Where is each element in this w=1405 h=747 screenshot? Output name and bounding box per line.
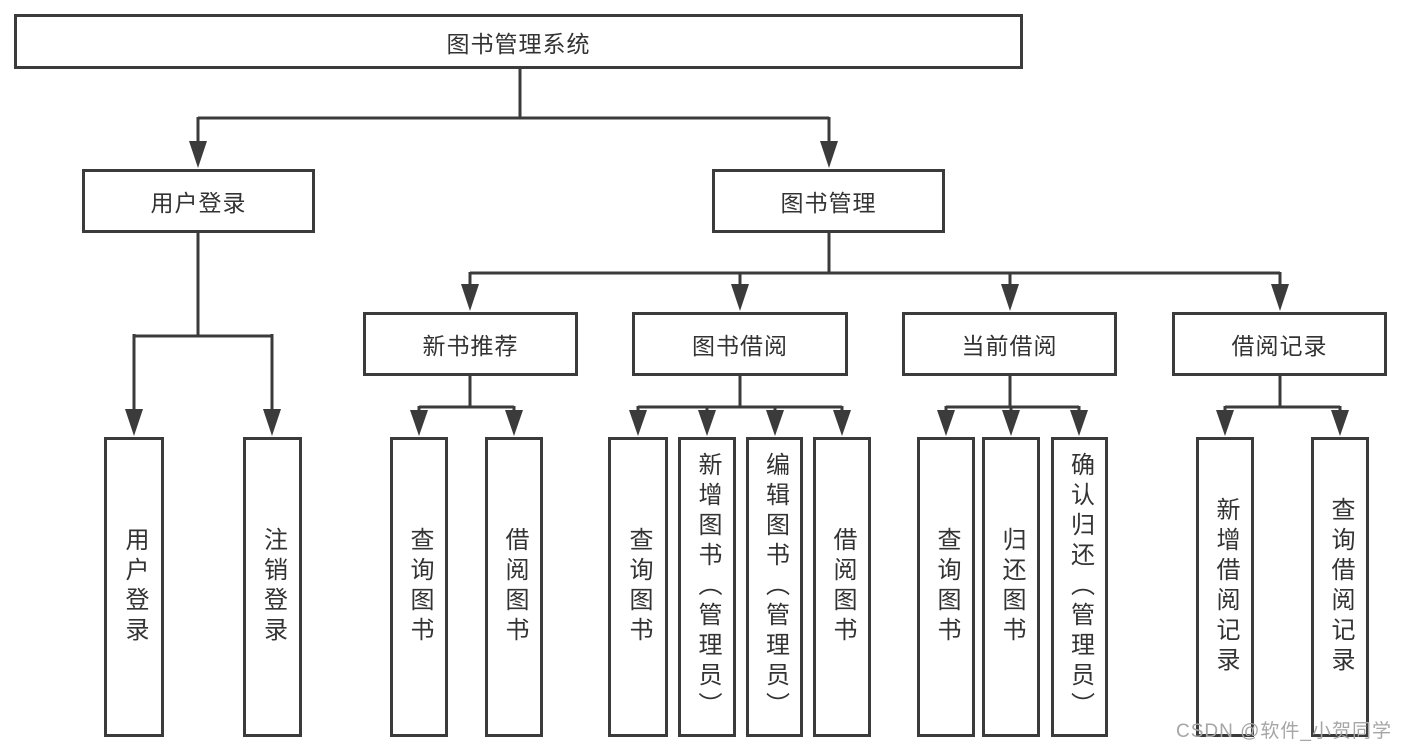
leaf-logout-label: 注销登录 xyxy=(259,527,287,647)
leaf-add-books-admin-label: 新增图书（管理员） xyxy=(694,452,721,722)
node-book-borrowing: 图书借阅 xyxy=(632,312,848,376)
node-book-borrowing-label: 图书借阅 xyxy=(692,333,788,359)
node-current-borrowing: 当前借阅 xyxy=(902,312,1117,376)
node-new-book-recommend-label: 新书推荐 xyxy=(422,333,519,359)
node-book-management-label: 图书管理 xyxy=(780,190,877,216)
node-new-book-recommend: 新书推荐 xyxy=(363,312,578,376)
leaf-user-login-label: 用户登录 xyxy=(121,527,148,647)
leaf-query-books-3: 查询图书 xyxy=(917,437,975,737)
node-root: 图书管理系统 xyxy=(14,14,1023,69)
node-user-login: 用户登录 xyxy=(82,169,315,233)
leaf-add-borrow-record-label: 新增借阅记录 xyxy=(1212,497,1239,677)
leaf-borrow-books-2: 借阅图书 xyxy=(813,437,871,737)
leaf-query-books-2: 查询图书 xyxy=(608,437,668,737)
leaf-logout: 注销登录 xyxy=(243,437,302,737)
csdn-watermark: CSDN @软件_小贺同学 xyxy=(1176,721,1392,742)
leaf-confirm-return-admin-label: 确认归还（管理员） xyxy=(1066,452,1094,722)
leaf-query-books-1-label: 查询图书 xyxy=(406,527,433,647)
leaf-return-books: 归还图书 xyxy=(982,437,1040,737)
node-book-management: 图书管理 xyxy=(712,169,945,233)
leaf-query-borrow-record: 查询借阅记录 xyxy=(1311,437,1369,737)
node-user-login-label: 用户登录 xyxy=(150,190,247,216)
node-borrowing-records: 借阅记录 xyxy=(1172,312,1387,376)
leaf-edit-books-admin: 编辑图书（管理员） xyxy=(746,437,803,737)
leaf-add-borrow-record: 新增借阅记录 xyxy=(1196,437,1254,737)
leaf-edit-books-admin-label: 编辑图书（管理员） xyxy=(761,452,789,722)
node-borrowing-records-label: 借阅记录 xyxy=(1231,333,1328,359)
leaf-return-books-label: 归还图书 xyxy=(998,527,1025,647)
leaf-borrow-books-1-label: 借阅图书 xyxy=(501,527,528,647)
leaf-query-books-2-label: 查询图书 xyxy=(625,527,652,647)
leaf-user-login: 用户登录 xyxy=(104,437,164,737)
node-current-borrowing-label: 当前借阅 xyxy=(961,333,1058,359)
leaf-add-books-admin: 新增图书（管理员） xyxy=(678,437,736,737)
leaf-confirm-return-admin: 确认归还（管理员） xyxy=(1051,437,1108,737)
leaf-query-books-3-label: 查询图书 xyxy=(933,527,960,647)
node-root-label: 图书管理系统 xyxy=(446,30,591,57)
leaf-query-books-1: 查询图书 xyxy=(390,437,448,737)
leaf-query-borrow-record-label: 查询借阅记录 xyxy=(1327,497,1354,677)
leaf-borrow-books-2-label: 借阅图书 xyxy=(829,527,856,647)
leaf-borrow-books-1: 借阅图书 xyxy=(485,437,543,737)
